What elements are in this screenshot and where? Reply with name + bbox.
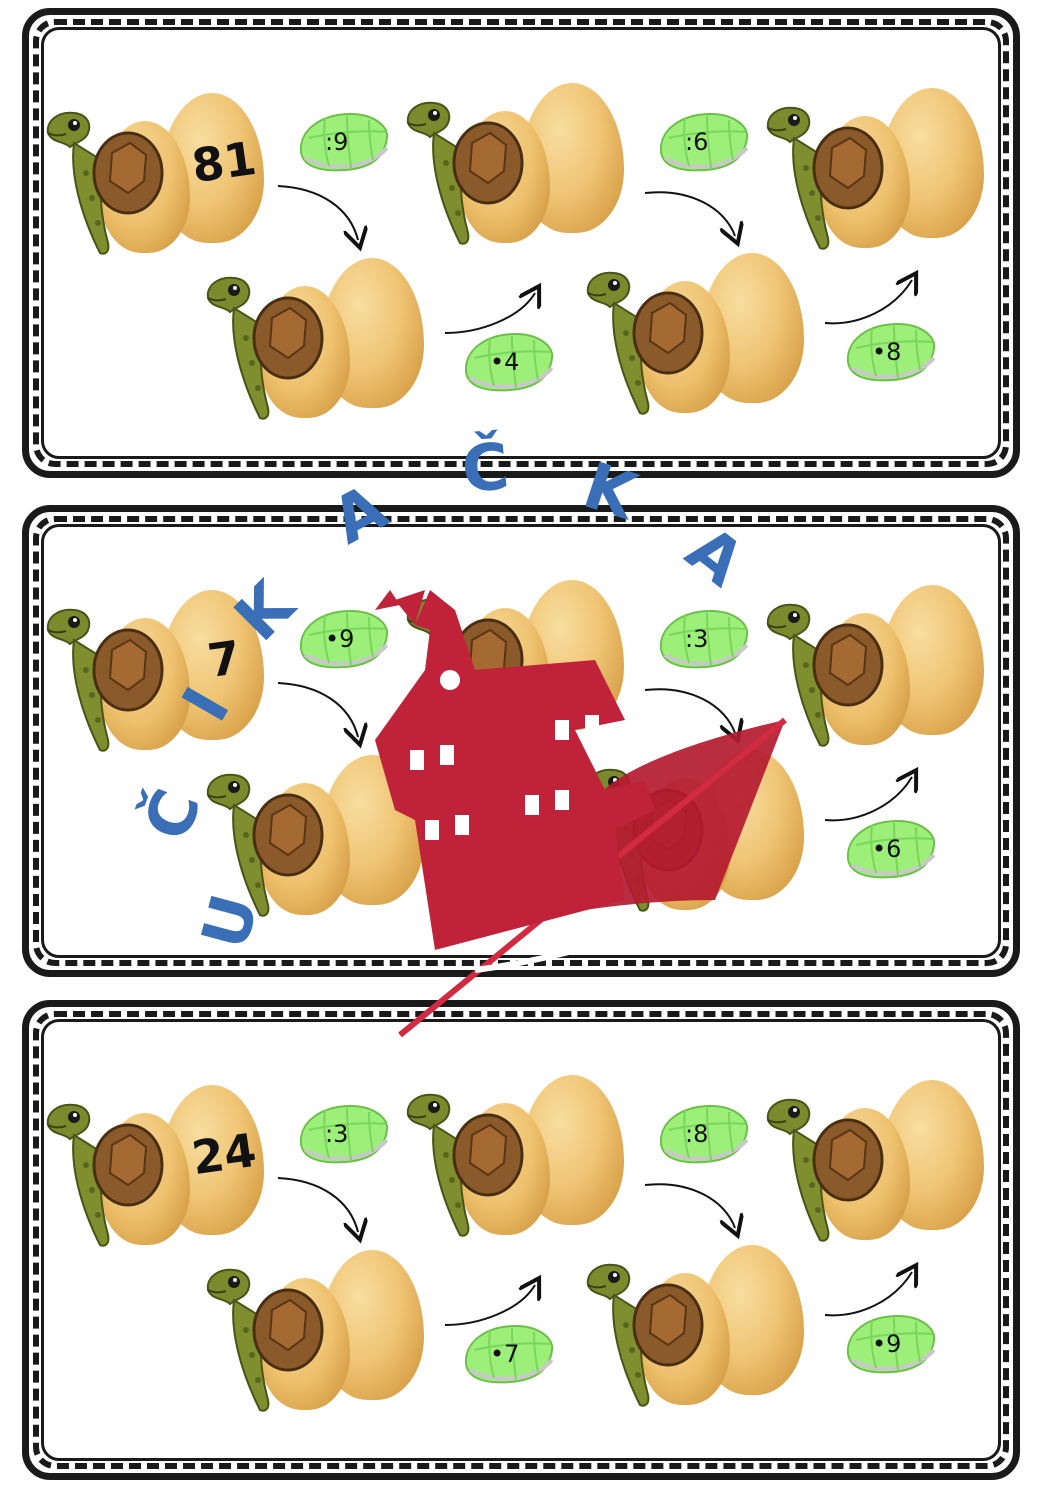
turtle-egg-unit: 81 [40, 93, 270, 263]
operation-shell: •6 [842, 815, 938, 881]
operation-shell: :6 [655, 108, 751, 174]
flow-arrow [644, 1183, 735, 1228]
flow-arrows [277, 1177, 1049, 1326]
operation-label: :8 [685, 1120, 709, 1148]
operation-shell: •7 [460, 1320, 556, 1386]
operation-label: •8 [872, 338, 902, 366]
operation-label: •9 [325, 625, 355, 653]
flow-arrow [644, 688, 735, 733]
flow-arrow [824, 280, 912, 325]
turtle-egg-unit [580, 253, 810, 423]
operation-shell: •9 [842, 1310, 938, 1376]
flow-arrow [277, 1177, 358, 1232]
flow-arrows [277, 185, 1049, 334]
watermark-letter: Č [458, 430, 513, 508]
flow-arrow [444, 293, 535, 334]
operation-label: :6 [685, 128, 709, 156]
school-book-logo [375, 590, 787, 1038]
turtle-egg-unit [760, 1080, 990, 1250]
operation-label: :9 [325, 128, 349, 156]
operation-label: •7 [490, 1340, 520, 1368]
operation-shell: •8 [842, 318, 938, 384]
operation-shell: :8 [655, 1100, 751, 1166]
chain-panel-3 [22, 1000, 1020, 1480]
operation-shell: •9 [295, 605, 391, 671]
operation-label: •6 [872, 835, 902, 863]
turtle-egg-unit [200, 258, 430, 428]
operation-label: :3 [325, 1120, 349, 1148]
operation-shell: :3 [655, 605, 751, 671]
flow-arrow [277, 682, 358, 737]
operation-shell: :9 [295, 108, 391, 174]
turtle-egg-unit [760, 88, 990, 258]
operation-label: :3 [685, 625, 709, 653]
turtle-egg-unit [400, 1075, 630, 1245]
operation-shell: :3 [295, 1100, 391, 1166]
turtle-egg-unit: 24 [40, 1085, 270, 1255]
turtle-egg-unit [400, 83, 630, 253]
operation-shell: •4 [460, 328, 556, 394]
flow-arrow [444, 1285, 535, 1326]
turtle-egg-unit [760, 585, 990, 755]
flow-arrow [824, 1272, 912, 1317]
flow-arrow [644, 191, 735, 236]
turtle-egg-unit: 7 [40, 590, 270, 760]
operation-label: •9 [872, 1330, 902, 1358]
operation-label: •4 [490, 348, 520, 376]
flow-arrow [824, 777, 912, 822]
turtle-egg-unit [580, 1245, 810, 1415]
turtle-egg-unit [200, 1250, 430, 1420]
flow-arrow [277, 185, 358, 240]
